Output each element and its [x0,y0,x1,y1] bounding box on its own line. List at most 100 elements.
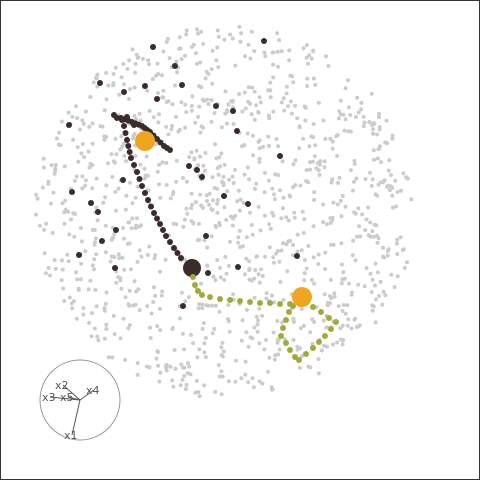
dark-point [97,80,103,86]
background-point [342,128,347,133]
green-path-point [310,304,316,310]
background-point [86,287,91,292]
background-point [145,173,150,178]
background-point [153,142,158,147]
background-point [373,320,378,325]
dark-path-point [178,255,184,261]
background-point [257,95,262,100]
background-point [90,311,95,316]
background-point [204,69,209,74]
background-point [271,109,276,114]
background-point [158,269,162,274]
background-point [340,194,345,198]
background-point [372,157,377,162]
background-point [90,186,95,191]
background-point [202,383,207,388]
background-point [366,205,370,210]
background-point [253,268,258,272]
background-point [189,108,194,113]
background-point [154,356,159,361]
background-point [216,65,221,70]
background-point [237,208,242,213]
green-path-point [287,347,293,353]
background-point [183,125,188,130]
background-point [46,179,51,184]
background-point [217,220,222,225]
background-point [341,270,346,275]
background-point [70,306,75,311]
background-point [302,258,307,262]
background-point [236,188,241,193]
background-point [151,285,156,290]
background-point [272,357,277,362]
background-point [80,186,85,191]
background-point [198,130,203,135]
background-point [275,319,280,323]
background-point [287,48,292,53]
background-point [290,74,295,79]
background-point [131,303,136,308]
background-point [308,167,313,172]
background-point [157,182,161,187]
background-point [145,252,150,257]
background-point [183,102,188,107]
background-point [195,61,199,66]
background-point [52,258,57,263]
background-point [128,180,132,185]
background-point [335,153,340,158]
background-point [279,49,284,54]
axes-widget-circle [39,359,121,441]
background-point [201,321,206,326]
dark-point [113,227,119,233]
background-point [237,24,242,29]
background-point [289,111,294,116]
background-point [118,336,123,341]
background-point [127,303,132,308]
background-point [292,210,297,215]
background-point [211,274,216,279]
background-point [239,376,244,381]
background-point [254,181,259,186]
background-point [319,348,324,353]
background-point [279,216,284,221]
background-point [111,313,116,318]
background-point [330,139,335,144]
background-point [178,316,183,321]
background-point [340,309,345,313]
background-point [51,190,56,195]
background-point [75,145,80,150]
background-point [270,186,275,191]
background-point [102,108,107,113]
background-point [104,97,109,102]
background-point [106,355,111,360]
background-point [278,188,282,193]
background-point [252,295,257,300]
dark-path-point [139,183,145,189]
background-point [256,110,261,115]
background-point [354,176,359,181]
background-point [244,330,249,335]
background-point [216,172,221,177]
background-point [92,242,97,247]
background-point [236,235,241,240]
background-point [197,394,202,399]
background-point [262,190,267,195]
background-point [146,58,150,63]
background-point [237,92,242,96]
background-point [267,144,271,148]
background-point [323,267,328,272]
background-point [222,205,227,210]
background-point [373,261,378,266]
axes-widget-label: x2 [55,379,69,392]
background-point [205,245,210,250]
background-point [242,172,247,177]
background-point [308,365,313,370]
background-point [269,385,274,390]
background-point [353,316,358,321]
background-point [200,306,205,311]
background-point [123,295,128,300]
background-point [304,43,309,48]
background-point [340,342,345,347]
background-point [206,102,211,107]
background-point [137,308,142,313]
